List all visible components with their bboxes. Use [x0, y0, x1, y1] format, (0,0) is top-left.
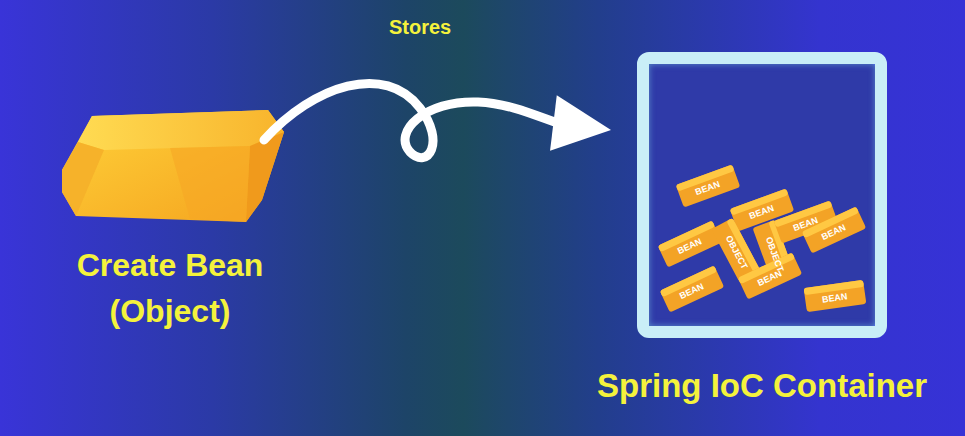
container-fill	[649, 64, 875, 326]
bean-brick	[676, 164, 741, 207]
bean-node	[62, 108, 286, 224]
gold-bean-bar	[62, 110, 284, 222]
bean-brick	[804, 280, 867, 312]
bean-brick	[802, 206, 867, 253]
container-box	[637, 52, 887, 338]
node-title: Create Bean (Object)	[35, 242, 305, 335]
bean-bricks	[658, 164, 867, 312]
bean-brick	[658, 220, 723, 267]
bean-brick	[660, 265, 725, 312]
curly-arrow	[264, 83, 611, 157]
container-title: Spring IoC Container	[552, 362, 965, 410]
bean-brick	[738, 252, 803, 299]
edge-label: Stores	[389, 16, 451, 39]
